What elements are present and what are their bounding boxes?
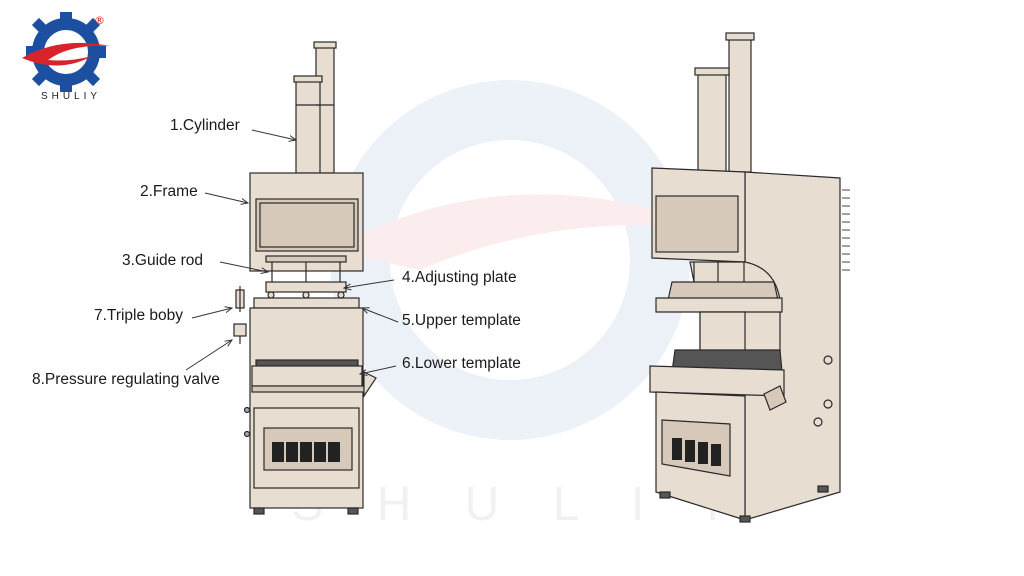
label-pressure-valve: 8.Pressure regulating valve — [32, 371, 220, 388]
brand-name: SHULIY — [40, 91, 102, 102]
swoosh-icon — [22, 42, 110, 66]
label-lower-template: 6.Lower template — [402, 355, 521, 372]
label-upper-template: 5.Upper template — [402, 312, 521, 329]
label-adjusting-plate: 4.Adjusting plate — [402, 269, 517, 286]
label-cylinder: 1.Cylinder — [170, 117, 240, 134]
label-frame: 2.Frame — [140, 183, 198, 200]
watermark-logo — [330, 80, 720, 440]
label-guide-rod: 3.Guide rod — [122, 252, 203, 269]
label-triple-boby: 7.Triple boby — [94, 307, 184, 324]
front-view-machine — [233, 41, 377, 515]
callout-leaders — [185, 129, 399, 374]
registered-mark: ® — [94, 14, 105, 27]
isometric-view-machine — [649, 32, 850, 523]
